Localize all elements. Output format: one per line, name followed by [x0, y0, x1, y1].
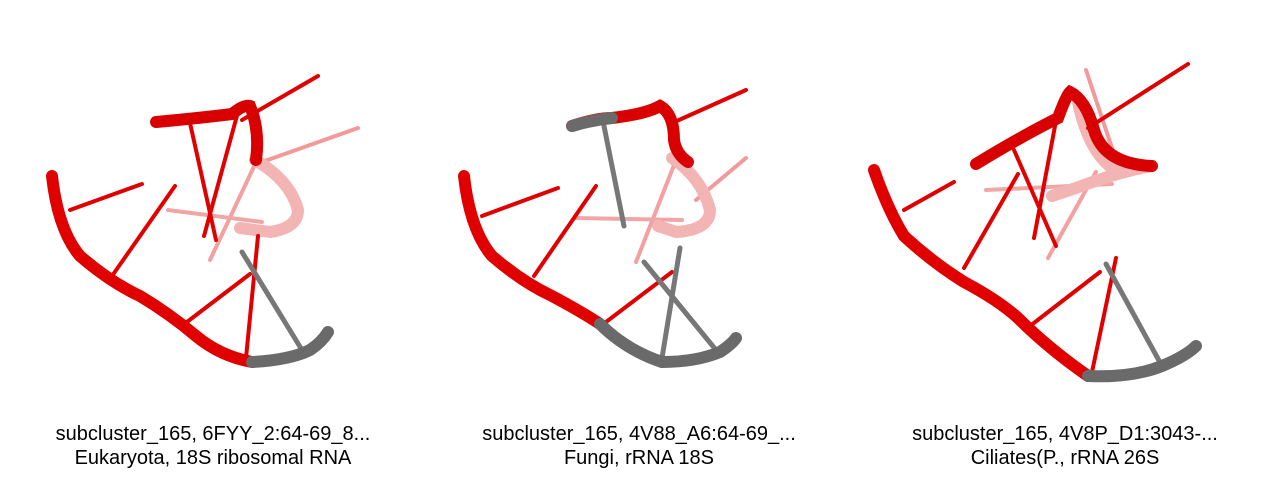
panel-title: subcluster_165, 6FYY_2:64-69_8...	[55, 423, 371, 445]
panel-caption-2: subcluster_165, 4V88_A6:64-69_... Fungi,…	[426, 422, 852, 470]
backbone-front	[868, 164, 1094, 382]
base-pair-stick	[260, 126, 360, 164]
backbone-gray	[594, 318, 742, 369]
panel-title: subcluster_165, 4V8P_D1:3043-...	[912, 423, 1218, 445]
base-pair-stick	[166, 208, 264, 224]
base-pair-stick	[239, 249, 305, 353]
base-pair-stick	[208, 156, 260, 262]
backbone-front	[46, 170, 258, 368]
base-pair-stick	[1103, 261, 1165, 369]
backbone-front	[458, 170, 606, 330]
base-pair-stick	[110, 184, 177, 278]
backbone-hairpin	[150, 99, 264, 166]
base-pair-stick	[659, 245, 683, 361]
panel-subtitle: Fungi, rRNA 18S	[563, 447, 715, 469]
backbone-rear	[234, 154, 305, 239]
rna-structure-render-3	[868, 62, 1202, 383]
base-pair-stick	[574, 216, 684, 222]
backbone-gray	[246, 326, 334, 368]
panel-subtitle: Ciliates(P., rRNA 26S	[970, 447, 1160, 469]
base-pair-stick	[181, 272, 252, 327]
backbone-gray	[566, 112, 618, 132]
panel-subtitle: Eukaryota, 18S ribosomal RNA	[74, 447, 352, 469]
panel-title: subcluster_165, 4V88_A6:64-69_...	[482, 423, 796, 445]
base-pair-stick	[1028, 270, 1102, 328]
base-pair-stick	[188, 121, 218, 242]
structure-panel-1: subcluster_165, 6FYY_2:64-69_8... Eukary…	[0, 0, 426, 480]
base-pair-stick	[668, 88, 748, 126]
base-pair-stick	[1012, 148, 1058, 248]
panel-caption-3: subcluster_165, 4V8P_D1:3043-... Ciliate…	[852, 422, 1278, 470]
base-pair-stick	[641, 259, 719, 353]
base-pair-stick	[68, 182, 144, 212]
panel-caption-1: subcluster_165, 6FYY_2:64-69_8... Eukary…	[0, 422, 426, 470]
base-pair-stick	[601, 123, 627, 229]
base-pair-stick	[1084, 68, 1114, 150]
rna-structure-render-1	[46, 74, 360, 368]
base-pair-stick	[532, 184, 598, 278]
base-pair-stick	[962, 172, 1020, 270]
base-pair-stick	[1086, 62, 1190, 130]
structure-panel-2: subcluster_165, 4V88_A6:64-69_... Fungi,…	[426, 0, 852, 480]
structure-panel-3: subcluster_165, 4V8P_D1:3043-... Ciliate…	[852, 0, 1278, 480]
base-pair-stick	[902, 180, 956, 212]
base-pair-stick	[202, 110, 240, 238]
base-pair-stick	[1032, 108, 1060, 240]
backbone-gray	[1082, 340, 1202, 383]
base-pair-stick	[244, 234, 260, 360]
backbone-hairpin	[970, 84, 1158, 172]
base-pair-stick	[634, 158, 678, 264]
base-pair-stick	[480, 186, 560, 218]
backbone-rear	[652, 152, 717, 239]
base-pair-stick	[604, 270, 674, 324]
rna-structure-render-2	[458, 88, 748, 369]
